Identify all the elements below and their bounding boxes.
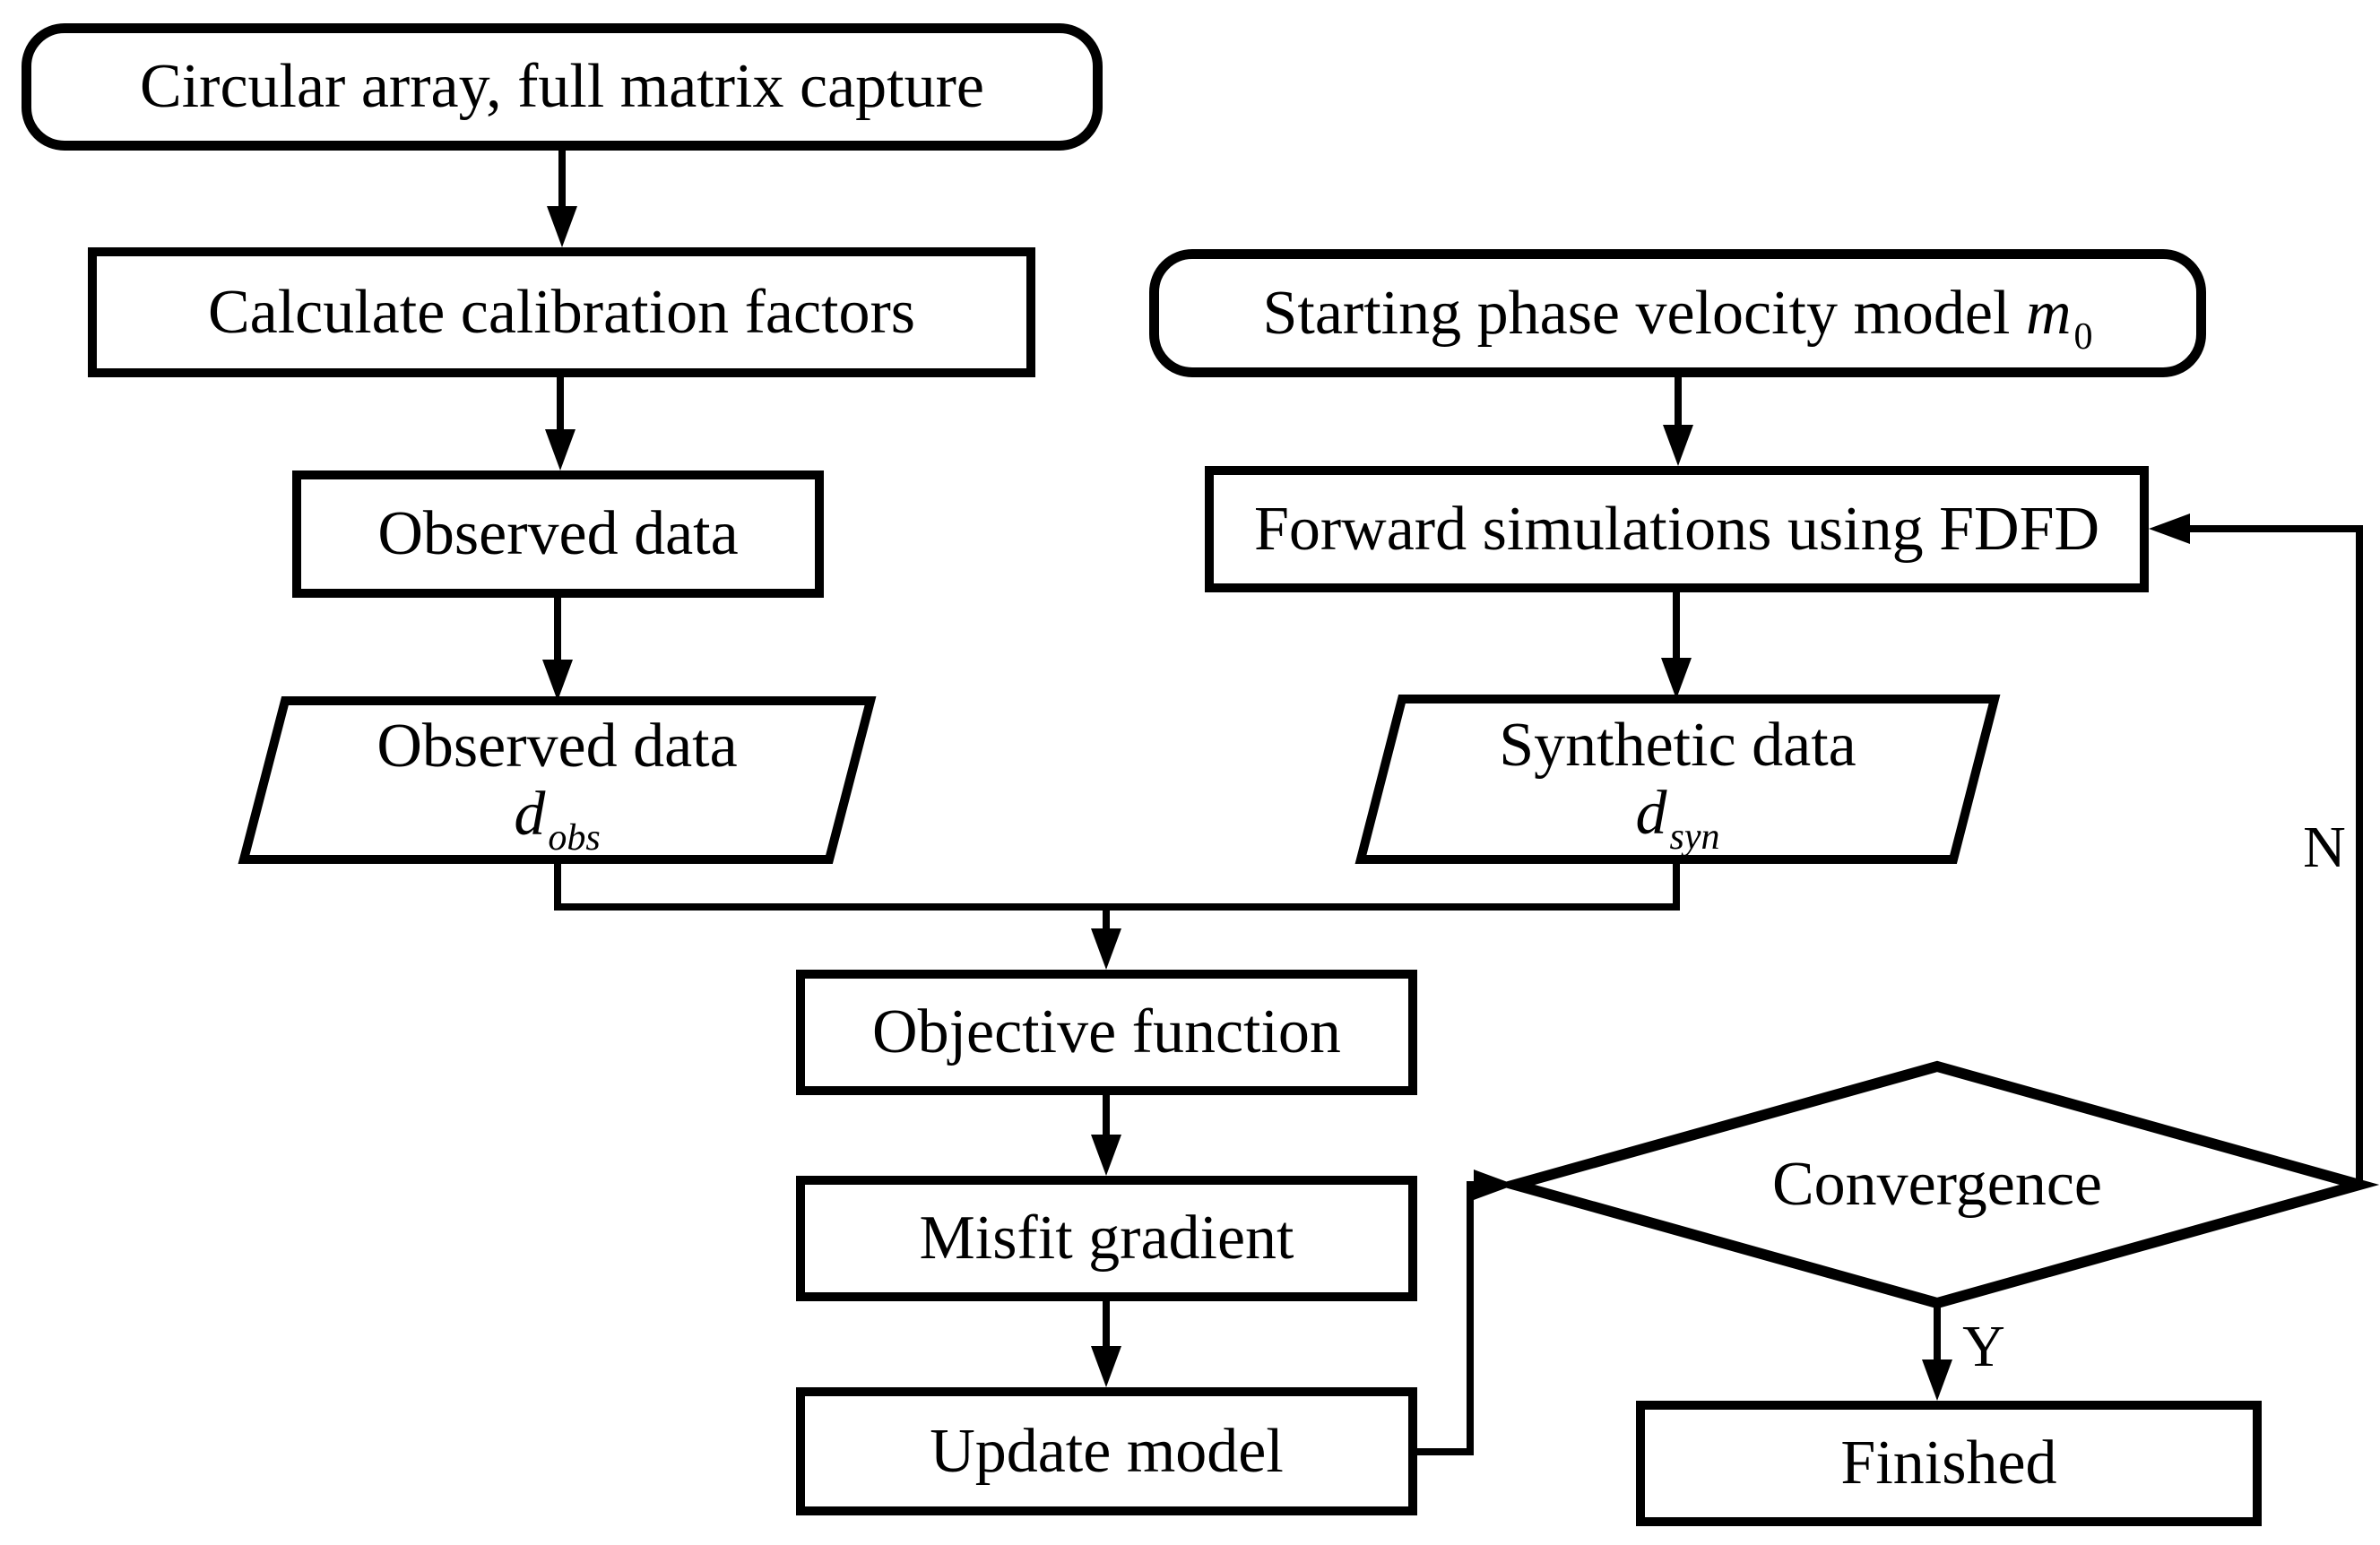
edge-line-from-dobs bbox=[554, 856, 1110, 911]
node-circular-array: Circular array, full matrix capture bbox=[22, 23, 1103, 151]
starting-model-text: Starting phase velocity model bbox=[1262, 278, 2026, 348]
arrowhead-down-icon bbox=[1091, 1135, 1121, 1176]
node-observed-data-parallelogram: Observed data dobs bbox=[244, 701, 870, 859]
edge-convergence-yes-to-finished bbox=[1922, 1299, 1952, 1401]
node-convergence-decision: Convergence bbox=[1515, 1066, 2359, 1303]
arrowhead-down-icon bbox=[1922, 1359, 1952, 1401]
dobs-subscript: obs bbox=[548, 817, 601, 859]
edge-startmodel-to-fdfd bbox=[1663, 374, 1693, 466]
dobs-variable: d bbox=[514, 779, 546, 849]
convergence-label: Convergence bbox=[1771, 1150, 2102, 1220]
dsyn-variable: d bbox=[1635, 778, 1667, 848]
node-update-model: Update model bbox=[796, 1387, 1417, 1515]
arrowhead-down-icon bbox=[1661, 658, 1692, 699]
edge-circular-to-calibration bbox=[547, 147, 577, 247]
m0-variable: m bbox=[2025, 278, 2072, 348]
synthetic-data-parallelogram-shape bbox=[1354, 695, 2001, 864]
observed-data-dobs-line1: Observed data bbox=[376, 711, 738, 781]
objective-function-label: Objective function bbox=[872, 997, 1341, 1067]
node-synthetic-data-parallelogram: Synthetic data dsyn bbox=[1361, 699, 1995, 859]
finished-label: Finished bbox=[1840, 1428, 2057, 1498]
arrowhead-left-icon bbox=[2149, 514, 2190, 544]
edge-convergence-no-to-fdfd bbox=[2149, 514, 2363, 1188]
edge-line bbox=[2185, 525, 2363, 1188]
node-forward-simulations-fdfd: Forward simulations using FDFD bbox=[1205, 466, 2149, 592]
node-misfit-gradient: Misfit gradient bbox=[796, 1176, 1417, 1301]
arrowhead-down-icon bbox=[542, 660, 573, 701]
edge-calibration-to-observed bbox=[545, 374, 576, 470]
synthetic-data-dsyn-label: Synthetic data dsyn bbox=[1499, 710, 1856, 858]
node-calculate-calibration-factors: Calculate calibration factors bbox=[88, 247, 1035, 377]
edge-fdfd-to-dsyn bbox=[1661, 589, 1692, 699]
arrowhead-down-icon bbox=[547, 206, 577, 247]
edge-objective-to-misfit bbox=[1091, 1092, 1121, 1176]
arrowhead-down-icon bbox=[1091, 928, 1121, 970]
node-starting-phase-velocity-model: Starting phase velocity model m0 bbox=[1149, 249, 2206, 377]
observed-data-dobs-math: dobs bbox=[376, 779, 737, 859]
arrowhead-down-icon bbox=[1091, 1346, 1121, 1387]
observed-data-label: Observed data bbox=[377, 499, 739, 569]
circular-array-label: Circular array, full matrix capture bbox=[140, 52, 984, 122]
edge-misfit-to-update bbox=[1091, 1298, 1121, 1387]
arrowhead-right-icon bbox=[1474, 1170, 1515, 1200]
observed-data-parallelogram-shape bbox=[238, 696, 877, 864]
edge-update-to-convergence bbox=[1414, 1170, 1515, 1455]
node-objective-function: Objective function bbox=[796, 970, 1417, 1095]
node-observed-data: Observed data bbox=[292, 470, 824, 598]
synthetic-data-dsyn-line1: Synthetic data bbox=[1499, 710, 1856, 780]
branch-label-no: N bbox=[2303, 815, 2346, 880]
edge-line bbox=[1414, 1181, 1481, 1455]
fdfd-label: Forward simulations using FDFD bbox=[1253, 494, 2100, 564]
calibration-label: Calculate calibration factors bbox=[207, 277, 916, 347]
misfit-gradient-label: Misfit gradient bbox=[919, 1204, 1294, 1273]
starting-model-label: Starting phase velocity model m0 bbox=[1262, 278, 2092, 358]
observed-data-dobs-label: Observed data dobs bbox=[376, 711, 738, 859]
branch-label-yes: Y bbox=[1962, 1314, 2005, 1379]
synthetic-data-dsyn-math: dsyn bbox=[1499, 778, 1856, 858]
update-model-label: Update model bbox=[930, 1416, 1284, 1486]
m0-subscript: 0 bbox=[2073, 316, 2093, 358]
dsyn-subscript: syn bbox=[1669, 816, 1720, 859]
edge-merge-to-objective bbox=[554, 856, 1680, 970]
edge-observed-to-dobs bbox=[542, 594, 573, 701]
edge-line-from-dsyn bbox=[1103, 856, 1680, 911]
arrowhead-down-icon bbox=[1663, 425, 1693, 466]
arrowhead-down-icon bbox=[545, 429, 576, 470]
node-finished: Finished bbox=[1636, 1401, 2262, 1526]
